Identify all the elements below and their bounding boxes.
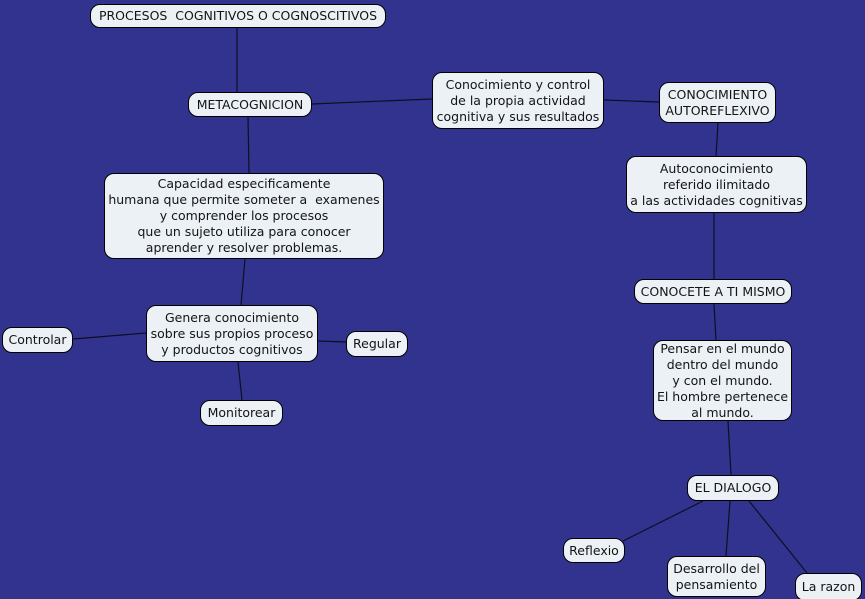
node-capacidad[interactable]: Capacidad especificamente humana que per… xyxy=(104,173,384,259)
connector-line-metacognicion-conocimiento-control xyxy=(311,98,433,105)
node-regular[interactable]: Regular xyxy=(346,331,408,357)
connector-line-dialogo-larazon xyxy=(748,500,808,574)
connector-line-genera-monitorear xyxy=(237,361,243,401)
connector-line-capacidad-genera xyxy=(240,258,246,306)
connector-line-metacognicion-capacidad xyxy=(247,116,250,174)
connector-line-conocimiento-control-autoreflexivo xyxy=(603,99,660,103)
node-dialogo[interactable]: EL DIALOGO xyxy=(687,475,779,501)
node-genera[interactable]: Genera conocimiento sobre sus propios pr… xyxy=(146,305,318,362)
node-pensar[interactable]: Pensar en el mundo dentro del mundo y co… xyxy=(653,340,792,421)
connector-line-dialogo-desarrollo xyxy=(725,500,731,557)
connector-line-pensar-dialogo xyxy=(727,420,732,476)
node-procesos[interactable]: PROCESOS COGNITIVOS O COGNOSCITIVOS xyxy=(90,4,386,28)
node-larazon[interactable]: La razon xyxy=(795,573,862,599)
node-conocimiento-control[interactable]: Conocimiento y control de la propia acti… xyxy=(432,72,604,129)
node-conocete[interactable]: CONOCETE A TI MISMO xyxy=(634,279,792,304)
connector-line-conocete-pensar xyxy=(713,303,717,341)
node-autoconocimiento[interactable]: Autoconocimiento referido ilimitado a la… xyxy=(626,156,807,213)
node-monitorear[interactable]: Monitorear xyxy=(200,400,283,426)
node-metacognicion[interactable]: METACOGNICION xyxy=(188,92,312,117)
node-reflexio[interactable]: Reflexio xyxy=(563,538,625,563)
connector-line-autoreflexivo-autoconocimiento xyxy=(715,122,719,157)
node-autoreflexivo[interactable]: CONOCIMIENTO AUTOREFLEXIVO xyxy=(659,82,776,123)
node-controlar[interactable]: Controlar xyxy=(2,327,73,353)
connector-line-genera-controlar xyxy=(72,332,147,340)
connector-line-dialogo-reflexio xyxy=(622,500,704,542)
connector-line-genera-regular xyxy=(317,340,347,343)
node-desarrollo[interactable]: Desarrollo del pensamiento xyxy=(667,556,766,597)
